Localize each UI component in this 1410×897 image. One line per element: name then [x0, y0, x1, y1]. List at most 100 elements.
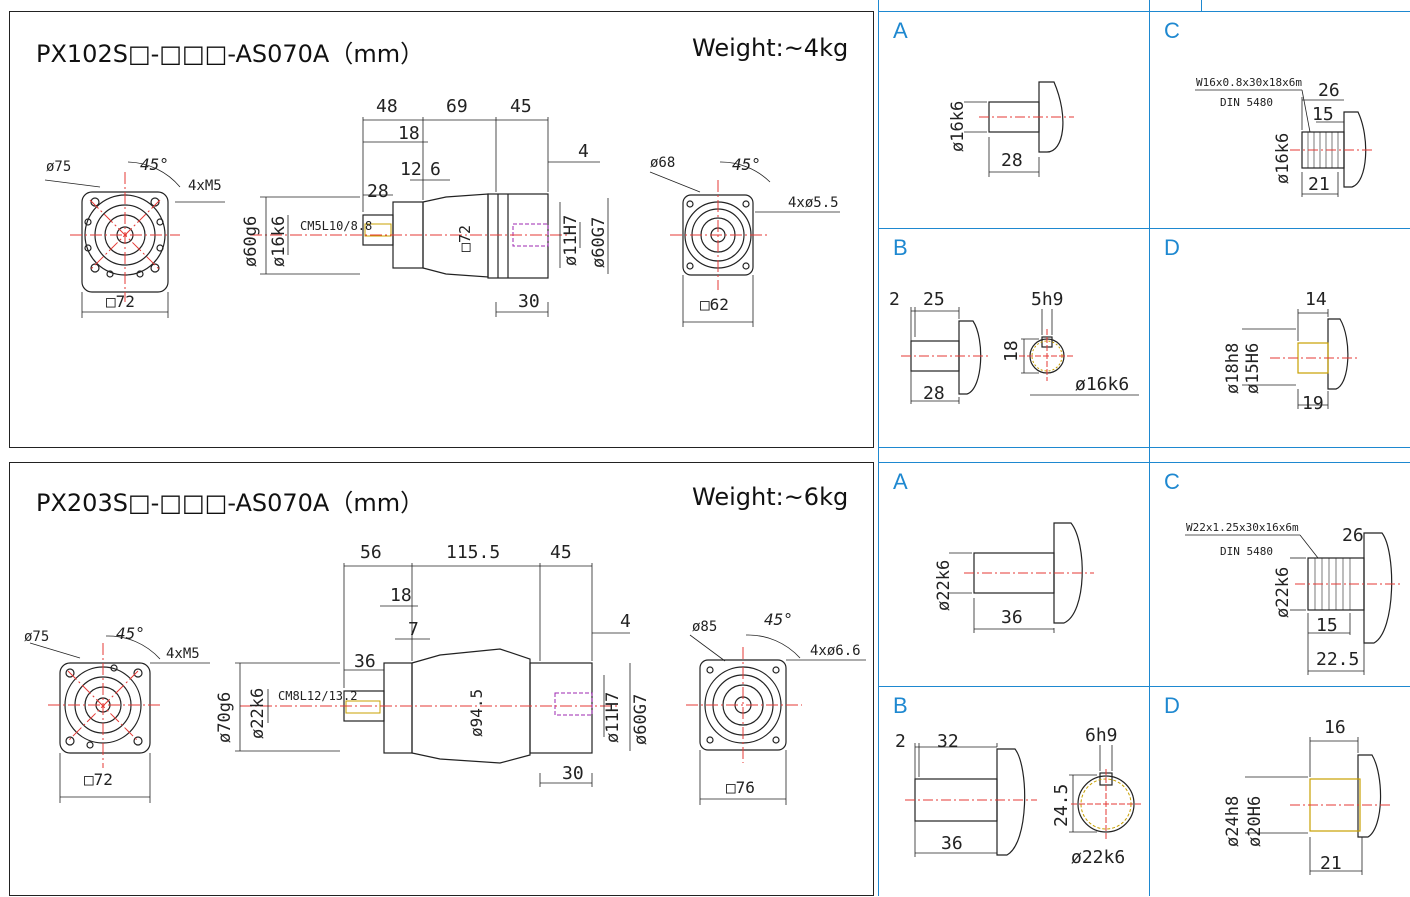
grid-line-r4 [878, 686, 1410, 687]
dim-rear-holes: 4xø5.5 [788, 195, 839, 211]
dim-dia: ø22k6 [934, 560, 954, 611]
dim-26: 26 [1318, 80, 1340, 101]
variant-a-cell: A ø16k6 28 [879, 12, 1149, 228]
shaft-b-drawing: 2 25 28 5h9 18 ø16k6 [889, 289, 1139, 404]
dim-sq72: □72 [456, 225, 474, 252]
dim-45: 45 [550, 542, 572, 563]
rear-view-1: ø68 45° 4xø5.5 □62 [649, 155, 840, 327]
dim-60g7: ø60G7 [631, 694, 651, 745]
dim-11h7: ø11H7 [561, 215, 581, 266]
variant-label: C [1164, 469, 1180, 494]
drawing-panel-px102: PX102S□-□□□-AS070A（mm） Weight:~4kg ø75 [9, 11, 874, 448]
dim-18h8: ø18h8 [1223, 343, 1243, 394]
dim-6: 6 [430, 159, 441, 180]
dim-18: 18 [398, 123, 420, 144]
dim-16: 16 [1324, 717, 1346, 738]
shaft-a-drawing: ø16k6 28 [948, 81, 1074, 177]
dim-22-5: 22.5 [1316, 649, 1359, 670]
dim-front-dia: ø75 [46, 159, 71, 175]
variant-d-cell: D 14 ø18h8 ø15H6 19 [1150, 229, 1410, 447]
dim-front-sq: □72 [106, 292, 135, 311]
front-view-1: ø75 45° 4xM5 □72 [44, 155, 225, 318]
dim-45: 45 [510, 96, 532, 117]
variant-d-cell: D 16 ø24h8 ø20H6 21 [1150, 687, 1410, 896]
variant-label: A [893, 18, 908, 43]
dim-front-angle: 45° [116, 624, 145, 643]
front-view-2: ø75 45° 4xM5 □72 [24, 624, 210, 803]
dim-cm: CM5L10/8.8 [300, 219, 372, 233]
spline-std: DIN 5480 [1220, 545, 1273, 558]
dim-front-bolts: 4xM5 [166, 646, 200, 662]
variant-b-cell: B 2 32 36 6h9 24.5 ø22k6 [879, 687, 1149, 896]
dim-15: 15 [1316, 615, 1338, 636]
variant-label: C [1164, 18, 1180, 43]
dim-4: 4 [578, 141, 589, 162]
dim-60g7: ø60G7 [589, 217, 609, 268]
dim-front-dia: ø75 [24, 629, 49, 645]
dim-30: 30 [562, 763, 584, 784]
dim-21: 21 [1308, 174, 1330, 195]
dim-60g6: ø60g6 [241, 216, 261, 267]
model-title: PX102S□-□□□-AS070A（mm） [36, 40, 425, 68]
dim-28: 28 [367, 181, 389, 202]
dim-dia: ø22k6 [1273, 567, 1293, 618]
dim-24h8: ø24h8 [1223, 796, 1243, 847]
dim-11h7: ø11H7 [603, 692, 623, 743]
dim-36: 36 [354, 651, 376, 672]
dim-2: 2 [889, 289, 900, 310]
dim-rear-holes: 4xø6.6 [810, 643, 861, 659]
drawing-panel-px203: PX203S□-□□□-AS070A（mm） Weight:~6kg ø75 4… [9, 462, 874, 896]
variant-b-cell: B 2 25 28 5h9 18 ø16k6 [879, 229, 1149, 447]
dim-30: 30 [518, 291, 540, 312]
spline-std: DIN 5480 [1220, 96, 1273, 109]
dim-rear-sq: □76 [726, 778, 755, 797]
dim-21: 21 [1320, 853, 1342, 874]
dim-rear-angle: 45° [732, 155, 761, 174]
shaft-d-drawing: 14 ø18h8 ø15H6 19 [1223, 289, 1360, 414]
dim-dia: ø16k6 [1273, 133, 1293, 184]
dim-22k6: ø22k6 [248, 688, 268, 739]
dim-front-angle: 45° [140, 155, 169, 174]
dim-front-bolts: 4xM5 [188, 178, 222, 194]
variant-c-cell: C W16x0.8x30x18x6m DIN 5480 26 15 ø16k6 … [1150, 12, 1410, 228]
dim-26: 26 [1342, 525, 1364, 546]
variant-label: B [893, 235, 908, 260]
dim-69: 69 [446, 96, 468, 117]
dim-14: 14 [1305, 289, 1327, 310]
model-title: PX203S□-□□□-AS070A（mm） [36, 489, 425, 517]
grid-line-top [878, 11, 1410, 12]
dim-front-sq: □72 [84, 770, 113, 789]
dim-19: 19 [1302, 393, 1324, 414]
dim-rear-dia: ø68 [650, 155, 675, 171]
dim-rear-sq: □62 [700, 295, 729, 314]
dim-2: 2 [895, 731, 906, 752]
variant-label: D [1164, 693, 1180, 718]
dim-rear-angle: 45° [764, 610, 793, 629]
spline-spec: W16x0.8x30x18x6m [1196, 76, 1302, 89]
dim-28: 28 [923, 383, 945, 404]
dim-18: 18 [1001, 340, 1022, 362]
dim-dia: ø16k6 [948, 101, 968, 152]
variant-label: D [1164, 235, 1180, 260]
grid-line-tick [1201, 0, 1202, 11]
dim-15h6: ø15H6 [1243, 343, 1263, 394]
dim-48: 48 [376, 96, 398, 117]
dim-94-5: ø94.5 [467, 689, 486, 737]
dim-24-5: 24.5 [1051, 784, 1072, 827]
dim-7: 7 [408, 619, 419, 640]
dim-32: 32 [937, 731, 959, 752]
spline-spec: W22x1.25x30x16x6m [1186, 521, 1299, 534]
dim-20h6: ø20H6 [1245, 796, 1265, 847]
shaft-b-drawing: 2 32 36 6h9 24.5 ø22k6 [895, 725, 1141, 868]
dim-115-5: 115.5 [446, 542, 500, 563]
dim-key: 5h9 [1031, 289, 1064, 310]
variant-label: B [893, 693, 908, 718]
shaft-a-drawing: ø22k6 36 [934, 522, 1094, 633]
dim-rear-dia: ø85 [692, 619, 717, 635]
shaft-c-drawing: W22x1.25x30x16x6m DIN 5480 26 ø22k6 15 2… [1185, 521, 1400, 675]
dim-key: 6h9 [1085, 725, 1118, 746]
variant-label: A [893, 469, 908, 494]
grid-line-r1 [878, 228, 1410, 229]
dim-4: 4 [620, 611, 631, 632]
dim-25: 25 [923, 289, 945, 310]
